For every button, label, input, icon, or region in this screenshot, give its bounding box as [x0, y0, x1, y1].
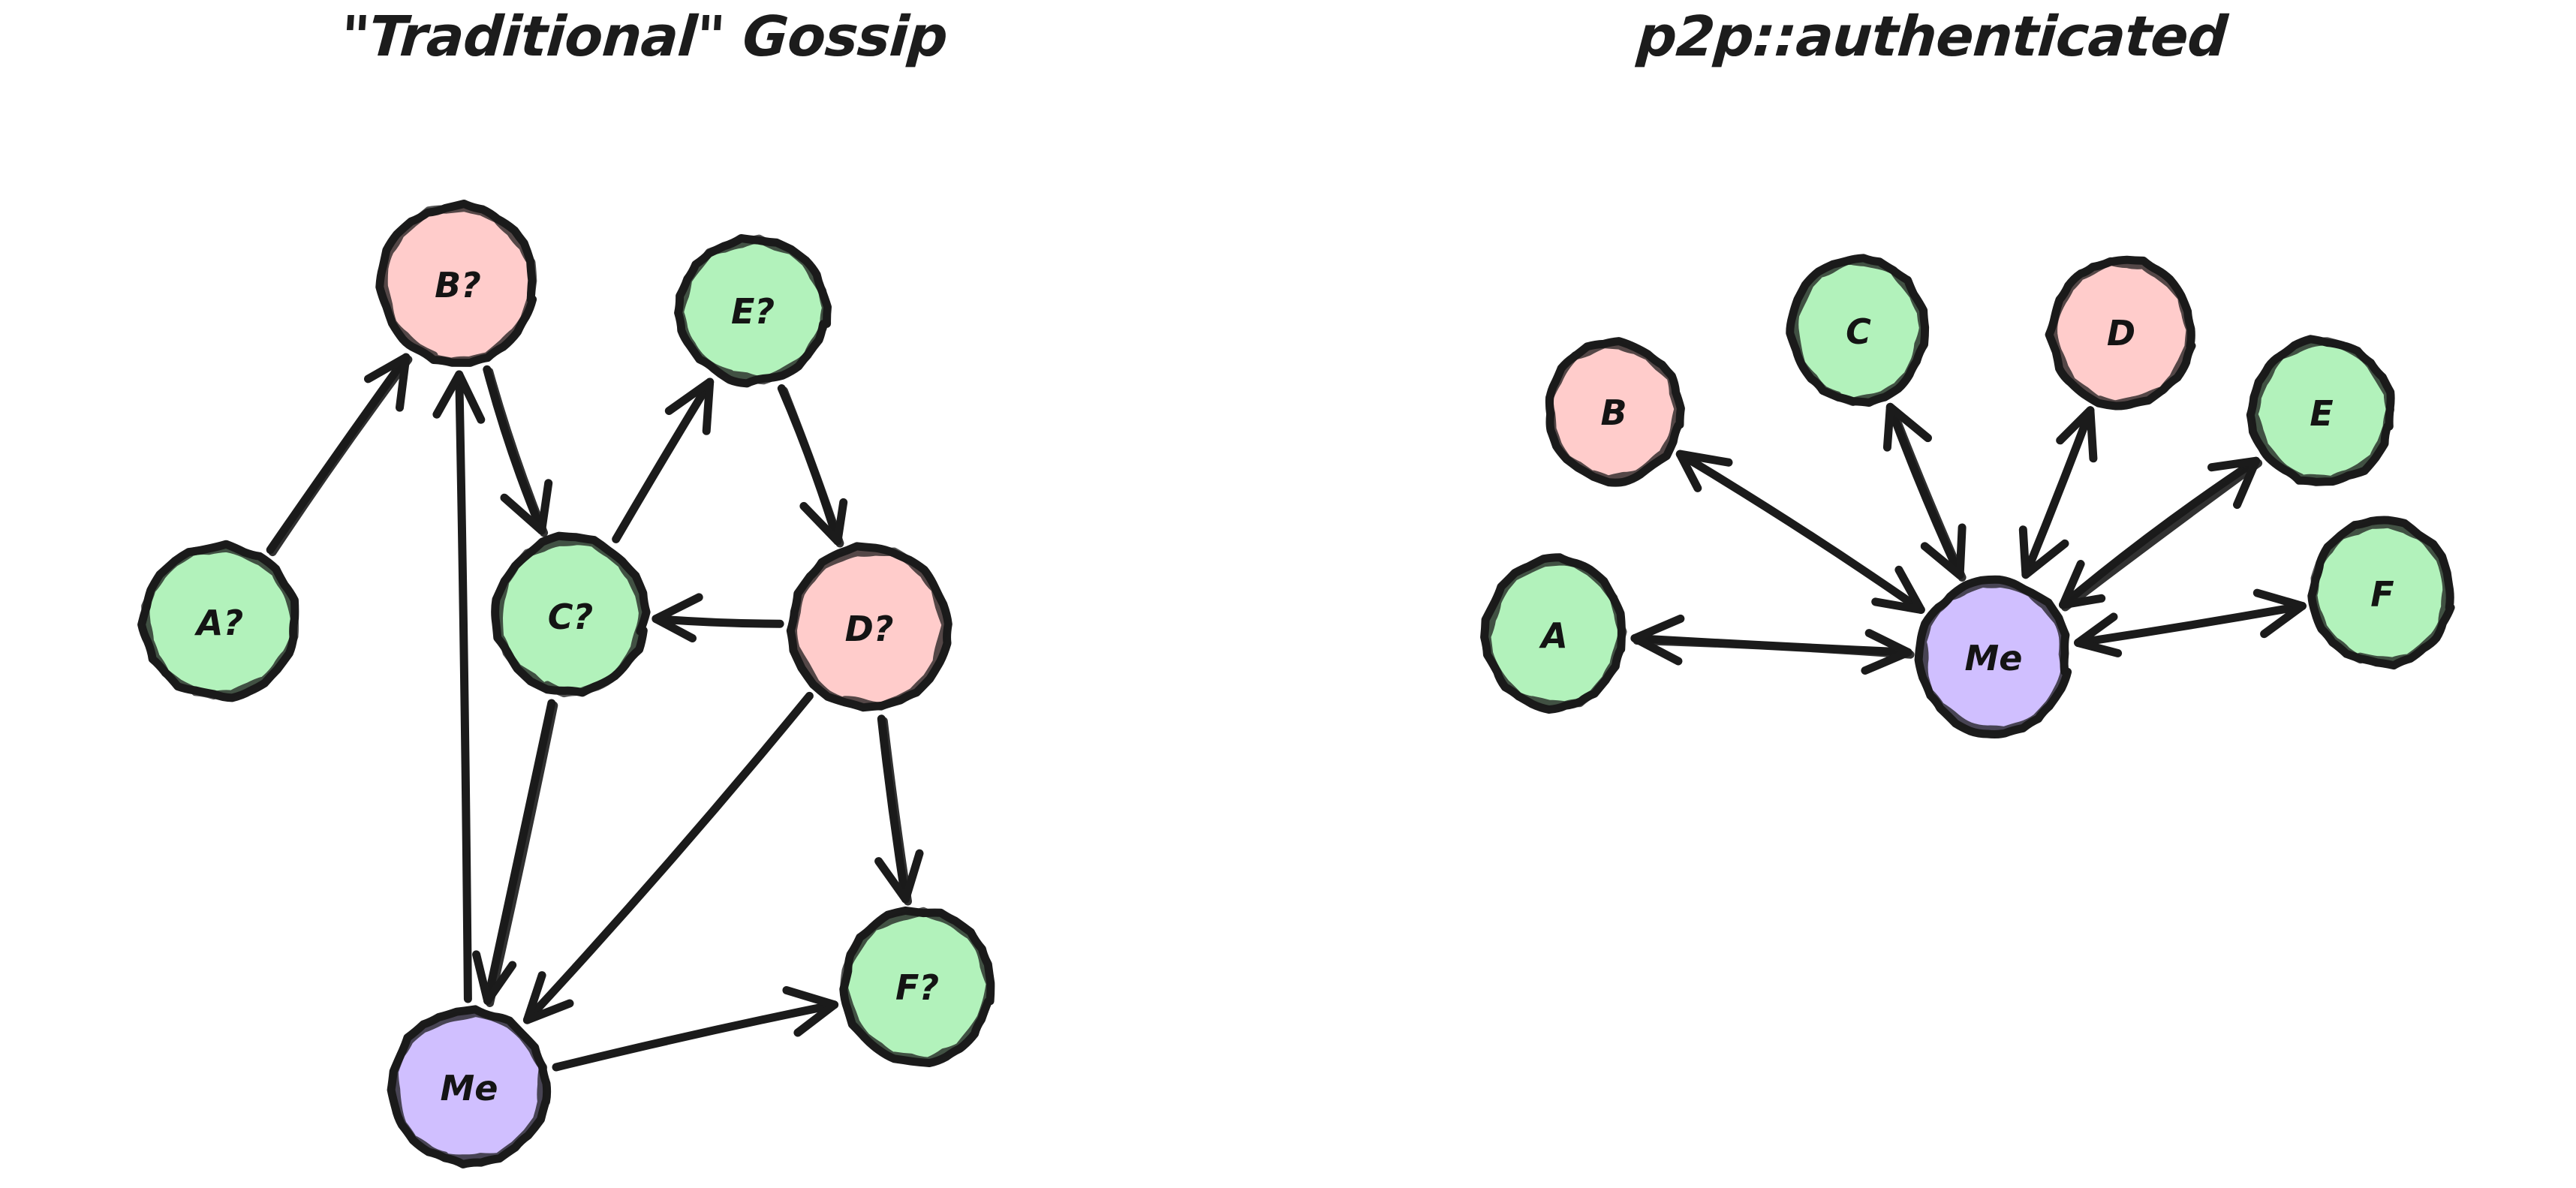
edge-traditional-gossip-C-to-Me [472, 699, 558, 1007]
edge-traditional-gossip-Me-to-F [552, 986, 839, 1072]
node-p2p-authenticated-A[interactable]: A [1480, 553, 1627, 714]
graph-p2p-authenticated: B C D E A F Me [1480, 254, 2455, 738]
graph-traditional-gossip: A? B? C? D? E? F? Me [137, 200, 995, 1168]
node-p2p-authenticated-F[interactable]: F [2307, 516, 2455, 670]
node-traditional-gossip-B[interactable]: B? [375, 200, 537, 367]
edge-traditional-gossip-A-to-B [266, 353, 413, 557]
node-traditional-gossip-A[interactable]: A? [137, 540, 299, 702]
node-p2p-authenticated-E[interactable]: E [2246, 335, 2395, 486]
node-label-A: A? [194, 603, 243, 643]
node-p2p-authenticated-B[interactable]: B [1545, 337, 1685, 487]
edge-traditional-gossip-D-to-Me [522, 691, 814, 1024]
edge-traditional-gossip-E-to-D [777, 384, 848, 548]
edge-p2p-authenticated-Me-to-F [2074, 588, 2307, 657]
node-label-A: A [1539, 615, 1568, 656]
edge-traditional-gossip-B-to-C [483, 365, 553, 537]
node-p2p-authenticated-D[interactable]: D [2045, 255, 2196, 411]
node-layer: A? B? C? D? E? F? Me [137, 200, 995, 1168]
node-p2p-authenticated-Me[interactable]: Me [1914, 575, 2072, 738]
node-traditional-gossip-D[interactable]: D? [786, 542, 952, 712]
node-label-E: E? [731, 291, 775, 332]
node-traditional-gossip-E[interactable]: E? [674, 234, 832, 388]
node-traditional-gossip-F[interactable]: F? [839, 906, 995, 1067]
edge-p2p-authenticated-Me-to-C [1882, 402, 1967, 582]
node-label-F: F? [895, 967, 939, 1008]
edge-p2p-authenticated-Me-to-A [1630, 614, 1915, 675]
node-label-C: C? [548, 597, 593, 637]
node-layer: B C D E A F Me [1480, 254, 2455, 738]
edge-layer [1630, 402, 2307, 675]
edge-p2p-authenticated-Me-to-D [2018, 406, 2098, 579]
node-label-B: B? [435, 265, 481, 305]
node-label-F: F [2370, 574, 2394, 615]
node-label-D: D? [845, 609, 894, 649]
node-label-Me: Me [1965, 638, 2023, 678]
edge-layer [266, 353, 924, 1072]
edge-traditional-gossip-Me-to-B [432, 370, 486, 1003]
node-label-E: E [2310, 393, 2333, 434]
panel-traditional-gossip: "Traditional" Gossip A?B?C?D?E?F?Me [137, 5, 995, 1168]
node-traditional-gossip-Me[interactable]: Me [387, 1005, 552, 1168]
node-label-C: C [1846, 311, 1871, 352]
node-traditional-gossip-C[interactable]: C? [491, 531, 651, 698]
edge-p2p-authenticated-Me-to-B [1675, 450, 1925, 614]
node-label-B: B [1600, 392, 1627, 433]
node-label-D: D [2107, 313, 2135, 353]
node-p2p-authenticated-C[interactable]: C [1786, 254, 1930, 407]
edge-traditional-gossip-D-to-C [652, 593, 784, 642]
node-label-Me: Me [441, 1068, 498, 1108]
edge-traditional-gossip-C-to-E [612, 377, 715, 543]
edge-p2p-authenticated-Me-to-E [2059, 456, 2263, 612]
edge-traditional-gossip-D-to-F [874, 714, 924, 906]
